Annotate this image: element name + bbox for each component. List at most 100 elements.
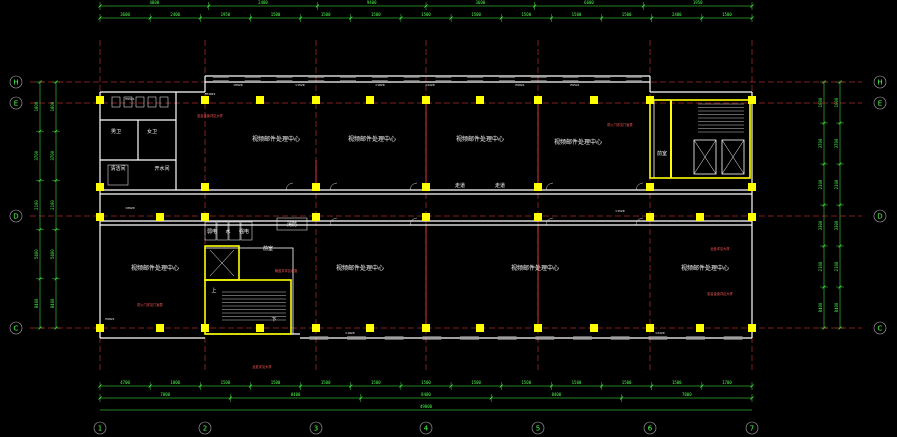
- toilet-stall: [135, 96, 145, 108]
- door-swing: [329, 217, 338, 226]
- door-swing: [409, 217, 418, 226]
- column: [312, 324, 320, 332]
- column: [476, 324, 484, 332]
- toilet-stall: [111, 96, 121, 108]
- bottom-dim-row2-value: 8400: [291, 392, 301, 397]
- room-label-processing-1: 视频邮件处理中心: [252, 135, 300, 143]
- room-label-male-toilet: 男卫: [111, 129, 121, 135]
- axis-bubble-left-H-label: H: [13, 79, 18, 87]
- axis-bubble-3-label: 3: [314, 425, 318, 433]
- room-label-lobby-east: 前室: [657, 150, 667, 157]
- elevator-x: [693, 139, 717, 175]
- column: [590, 96, 598, 104]
- room-label-water: 水: [225, 228, 230, 235]
- column: [96, 183, 104, 191]
- top-dim-row2-value: 2400: [170, 12, 180, 17]
- bottom-dim-row1-value: 1500: [421, 380, 431, 385]
- axis-bubble-7: [745, 421, 759, 435]
- top-dim-row2-value: 1950: [221, 12, 231, 17]
- axis-bubble-right-D: [873, 209, 887, 223]
- bottom-dim-row1-value: 1500: [672, 380, 682, 385]
- bottom-dim-row1-value: 1700: [722, 380, 732, 385]
- top-dim-row1-value: 9400: [367, 0, 377, 5]
- room-label-corridor-1: 走道: [455, 182, 465, 189]
- column: [201, 183, 209, 191]
- column: [590, 324, 598, 332]
- axis-bubble-5-label: 5: [536, 425, 540, 433]
- right-dim-value: 2100: [818, 261, 823, 271]
- column: [96, 213, 104, 221]
- door-swing: [409, 182, 418, 191]
- window-tag: C0920: [233, 83, 242, 87]
- elevator-shaft-1: [693, 139, 717, 175]
- axis-bubble-1-label: 1: [98, 425, 102, 433]
- window-tag: C2420: [655, 331, 664, 335]
- elevator-shaft-2: [721, 139, 745, 175]
- window-tag: C0920: [125, 206, 134, 210]
- elevator-x: [721, 139, 745, 175]
- bottom-total-value: 49800: [420, 404, 433, 409]
- top-dim-row2-value: 1500: [421, 12, 431, 17]
- left-dim-value: 1800: [34, 101, 39, 111]
- right-dim-value: 2100: [818, 179, 823, 189]
- axis-bubble-5: [531, 421, 545, 435]
- room-label-processing-5: 视频邮件处理中心: [131, 264, 179, 272]
- bottom-dim-row2-value: 8400: [552, 392, 562, 397]
- bottom-dim-row1-value: 1500: [521, 380, 531, 385]
- column: [156, 213, 164, 221]
- axis-bubble-6: [643, 421, 657, 435]
- axis-bubble-2: [198, 421, 212, 435]
- bottom-dim-row1-value: 1500: [221, 380, 231, 385]
- axis-bubble-4: [419, 421, 433, 435]
- shaft: [228, 221, 241, 241]
- right-dim-value: 3300: [818, 220, 823, 230]
- shaft: [204, 221, 217, 241]
- annotation-window-east: 铝合金窗详见大样: [707, 291, 733, 296]
- column: [312, 96, 320, 104]
- window-tag: FM1021: [205, 92, 216, 96]
- bottom-dim-row1-value: 1500: [371, 380, 381, 385]
- axis-bubble-right-H: [873, 75, 887, 89]
- door-swing: [329, 182, 338, 191]
- right-dim-value: 8400: [818, 302, 823, 312]
- bottom-dim-row1-value: 1500: [622, 380, 632, 385]
- axis-bubble-left-C: [9, 321, 23, 335]
- east-core: [653, 99, 751, 179]
- column: [256, 96, 264, 104]
- annotation-fire-door-west: 防火门详见门窗表: [137, 302, 163, 307]
- left-dim-inner-value: 8400: [50, 298, 55, 308]
- axis-bubble-1: [93, 421, 107, 435]
- fire-room: [276, 217, 308, 231]
- top-dim-row2-value: 1500: [271, 12, 281, 17]
- column: [422, 213, 430, 221]
- column: [422, 324, 430, 332]
- column: [646, 183, 654, 191]
- annotation-fire-door: 防火门详见门窗表: [607, 122, 633, 127]
- left-dim-inner-value: 3700: [50, 150, 55, 160]
- elevator-x: [209, 249, 235, 277]
- window-tag: C1520: [295, 83, 304, 87]
- door-swing: [635, 182, 644, 191]
- bottom-dim-row1-value: 1500: [572, 380, 582, 385]
- axis-bubble-left-H: [9, 75, 23, 89]
- room-label-stair-up: 上: [211, 287, 216, 294]
- left-dim-value: 5400: [34, 249, 39, 259]
- room-label-pantry: 开水间: [154, 165, 169, 172]
- room-label-corridor-2: 走道: [495, 182, 505, 189]
- right-dim-outer-value: 8400: [834, 302, 839, 312]
- shaft: [216, 221, 229, 241]
- left-dim-value: 8400: [34, 298, 39, 308]
- axis-bubble-left-C-label: C: [14, 325, 19, 333]
- room-label-cleaning: 清洁间: [110, 165, 125, 172]
- window-tag: M1021: [105, 317, 114, 321]
- door-swing: [285, 182, 294, 191]
- axis-bubble-7-label: 7: [750, 425, 754, 433]
- axis-bubble-right-E: [873, 96, 887, 110]
- bottom-dim-row1-value: 1800: [170, 380, 180, 385]
- room-label-strong-current: 强电: [239, 228, 249, 235]
- right-dim-outer-value: 2100: [834, 261, 839, 271]
- column: [422, 183, 430, 191]
